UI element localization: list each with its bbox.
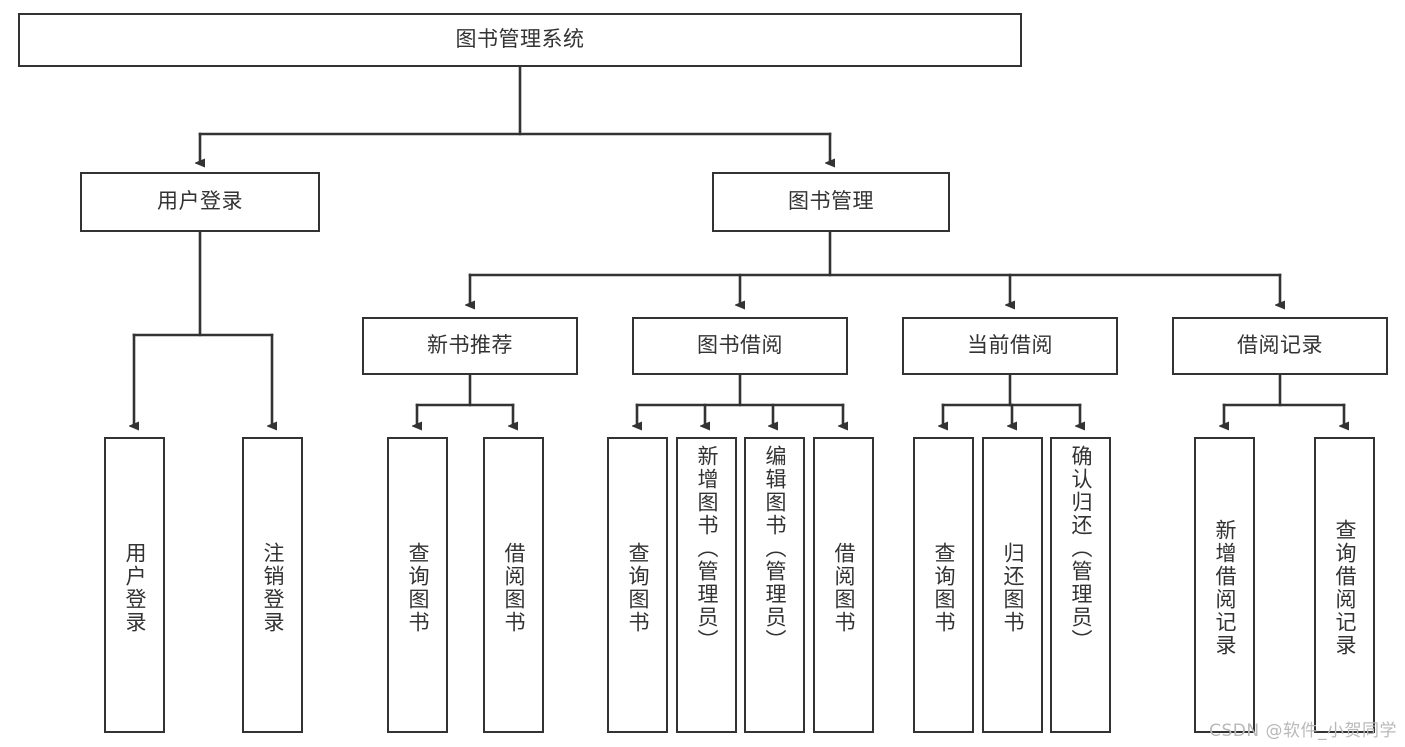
node-current-borrow-label: 当前借阅 xyxy=(967,333,1053,358)
edge-group-root xyxy=(200,65,830,163)
node-leaf-edit-book-label: 编辑图书（管理员） xyxy=(763,445,787,652)
node-book-borrow[interactable]: 图书借阅 xyxy=(632,317,848,375)
node-user-login-label: 用户登录 xyxy=(157,189,243,214)
node-leaf-query-book-2[interactable]: 查询图书 xyxy=(607,437,668,733)
node-leaf-return-book[interactable]: 归还图书 xyxy=(982,437,1043,733)
node-borrow-record-label: 借阅记录 xyxy=(1237,333,1323,358)
node-borrow-record[interactable]: 借阅记录 xyxy=(1172,317,1388,375)
node-leaf-logout-login-label: 注销登录 xyxy=(261,542,285,634)
node-book-manage-label: 图书管理 xyxy=(788,189,874,214)
node-leaf-query-book-1-label: 查询图书 xyxy=(406,542,430,634)
node-leaf-add-record[interactable]: 新增借阅记录 xyxy=(1194,437,1255,733)
node-leaf-user-login-label: 用户登录 xyxy=(123,542,147,634)
node-leaf-add-book[interactable]: 新增图书（管理员） xyxy=(676,437,737,733)
node-current-borrow[interactable]: 当前借阅 xyxy=(902,317,1118,375)
edge-group-user-login xyxy=(134,230,272,426)
node-leaf-confirm-return[interactable]: 确认归还（管理员） xyxy=(1050,437,1111,733)
node-leaf-borrow-book-1-label: 借阅图书 xyxy=(502,542,526,634)
node-root-label: 图书管理系统 xyxy=(455,27,585,52)
node-leaf-confirm-return-label: 确认归还（管理员） xyxy=(1069,445,1093,652)
node-leaf-add-book-label: 新增图书（管理员） xyxy=(695,445,719,652)
node-book-manage[interactable]: 图书管理 xyxy=(712,172,950,232)
node-leaf-query-record-label: 查询借阅记录 xyxy=(1333,519,1357,657)
node-user-login[interactable]: 用户登录 xyxy=(80,172,320,232)
node-leaf-add-record-label: 新增借阅记录 xyxy=(1213,519,1237,657)
node-leaf-user-login[interactable]: 用户登录 xyxy=(104,437,165,733)
node-leaf-borrow-book-1[interactable]: 借阅图书 xyxy=(483,437,544,733)
edge-group-current-borrow xyxy=(943,373,1080,426)
edge-group-book-manage xyxy=(470,230,1280,305)
edge-group-new-book-recommend xyxy=(417,373,513,426)
node-leaf-logout-login[interactable]: 注销登录 xyxy=(242,437,303,733)
edge-group-book-borrow xyxy=(637,373,843,426)
edge-group-borrow-record xyxy=(1224,373,1344,426)
watermark-text: CSDN @软件_小贺同学 xyxy=(1209,721,1397,741)
node-leaf-query-book-3-label: 查询图书 xyxy=(932,542,956,634)
node-new-book-recommend-label: 新书推荐 xyxy=(427,333,513,358)
node-leaf-return-book-label: 归还图书 xyxy=(1001,542,1025,634)
node-book-borrow-label: 图书借阅 xyxy=(697,333,783,358)
node-leaf-query-book-2-label: 查询图书 xyxy=(626,542,650,634)
node-root[interactable]: 图书管理系统 xyxy=(18,13,1022,67)
node-leaf-borrow-book-2-label: 借阅图书 xyxy=(832,542,856,634)
node-leaf-borrow-book-2[interactable]: 借阅图书 xyxy=(813,437,874,733)
node-leaf-query-book-1[interactable]: 查询图书 xyxy=(387,437,448,733)
node-leaf-query-record[interactable]: 查询借阅记录 xyxy=(1314,437,1375,733)
node-new-book-recommend[interactable]: 新书推荐 xyxy=(362,317,578,375)
node-leaf-edit-book[interactable]: 编辑图书（管理员） xyxy=(744,437,805,733)
node-leaf-query-book-3[interactable]: 查询图书 xyxy=(913,437,974,733)
